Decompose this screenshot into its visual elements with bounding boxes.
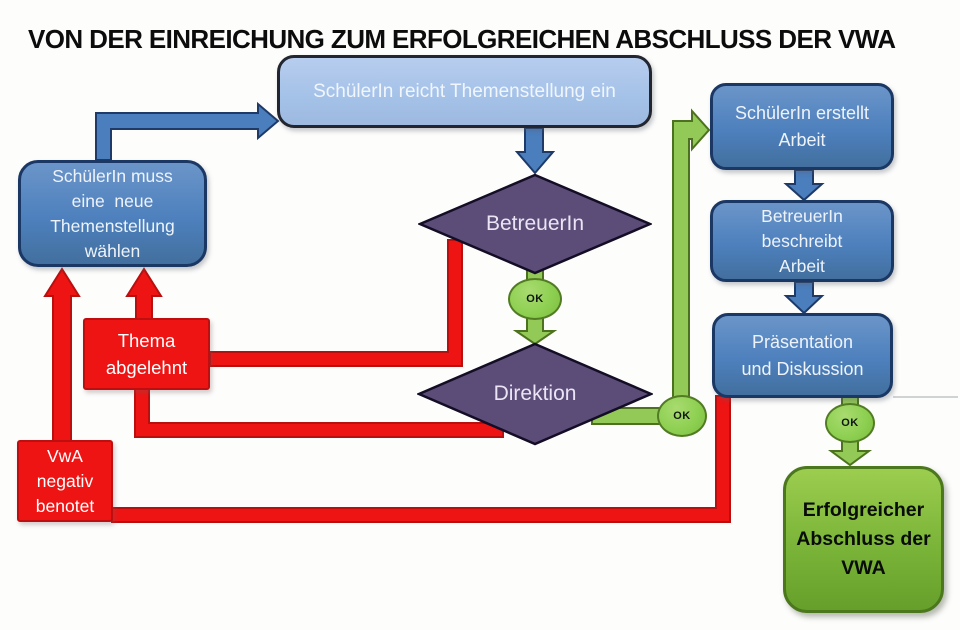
node-ok-betreuer: OK xyxy=(508,278,562,320)
node-ok-direktion-label: OK xyxy=(673,410,691,422)
node-decision-betreuer: BetreuerIn xyxy=(418,173,652,275)
arrow-ok-to-erstellt xyxy=(672,108,711,401)
diamond-shape xyxy=(417,342,653,446)
node-choose-new-topic-label: SchülerIn muss eine neue Themenstellung … xyxy=(50,165,175,261)
node-decision-direktion-label: Direktion xyxy=(493,382,577,405)
node-praesentation-diskussion: Präsentation und Diskussion xyxy=(712,313,893,398)
node-vwa-negativ-benotet-label: VwA negativ benotet xyxy=(35,445,95,516)
arrow-erstellt-to-beschreibt xyxy=(783,169,825,202)
node-erfolgreicher-abschluss: Erfolgreicher Abschluss der VWA xyxy=(783,466,944,613)
node-submit-topic: SchülerIn reicht Themenstellung ein xyxy=(277,55,652,128)
node-ok-betreuer-label: OK xyxy=(526,293,544,305)
node-erfolgreicher-abschluss-label: Erfolgreicher Abschluss der VWA xyxy=(796,499,931,579)
node-ok-praesentation-label: OK xyxy=(841,417,859,429)
arrow-beschreibt-to-praesentation xyxy=(783,281,825,315)
node-beschreibt-arbeit-label: BetreuerIn beschreibt Arbeit xyxy=(761,205,843,276)
node-ok-direktion: OK xyxy=(657,395,707,437)
node-praesentation-diskussion-label: Präsentation und Diskussion xyxy=(741,331,864,379)
node-erstellt-arbeit-label: SchülerIn erstellt Arbeit xyxy=(734,102,870,150)
arrow-ok-to-direktion xyxy=(512,317,558,346)
arrow-vwa-to-choose-new xyxy=(43,267,81,443)
node-beschreibt-arbeit: BetreuerIn beschreibt Arbeit xyxy=(710,200,894,282)
node-decision-betreuer-label: BetreuerIn xyxy=(485,212,585,235)
node-choose-new-topic: SchülerIn muss eine neue Themenstellung … xyxy=(18,160,207,267)
arrow-submit-to-betreuer xyxy=(514,127,556,175)
arrow-thema-to-choose-new xyxy=(125,267,163,321)
arrow-choose-new-to-submit xyxy=(95,101,280,161)
node-vwa-negativ-benotet: VwA negativ benotet xyxy=(17,440,113,522)
diamond-shape xyxy=(418,173,652,275)
node-erstellt-arbeit: SchülerIn erstellt Arbeit xyxy=(710,83,894,170)
node-ok-praesentation: OK xyxy=(825,403,875,443)
node-thema-abgelehnt-label: Thema abgelehnt xyxy=(105,330,188,378)
node-thema-abgelehnt: Thema abgelehnt xyxy=(83,318,210,390)
diagram-title: VON DER EINREICHUNG ZUM ERFOLGREICHEN AB… xyxy=(28,24,896,54)
node-submit-topic-label: SchülerIn reicht Themenstellung ein xyxy=(313,80,616,102)
arrow-ok-to-abschluss xyxy=(827,440,873,467)
node-decision-direktion: Direktion xyxy=(417,342,653,446)
